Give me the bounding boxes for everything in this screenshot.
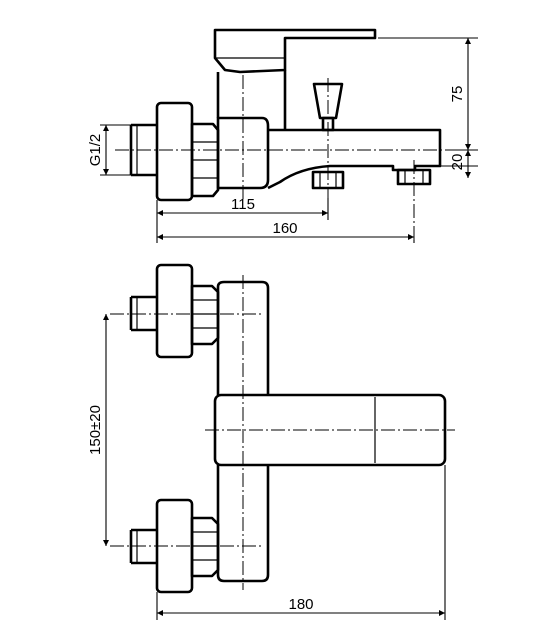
- lever-handle: [213, 28, 377, 74]
- dimension-180: 180: [156, 465, 446, 620]
- wall-flange: [155, 101, 194, 202]
- aerator-face: [404, 170, 424, 184]
- dimension-75: 75: [378, 37, 478, 151]
- hex-nut-face: [192, 141, 218, 179]
- dimension-20: 20: [440, 150, 478, 178]
- lower-hex-nut: [190, 516, 220, 578]
- hex-nut: [190, 122, 220, 198]
- label-160: 160: [272, 220, 297, 237]
- vertical-body: [216, 280, 270, 583]
- diverter-knob: [312, 82, 344, 120]
- connector-face: [319, 172, 337, 188]
- lower-inlet-pipe: [129, 528, 157, 565]
- body-column: [216, 70, 287, 130]
- upper-hex-nut: [190, 284, 220, 346]
- label-20: 20: [449, 154, 466, 171]
- label-75: 75: [449, 86, 466, 103]
- label-115: 115: [231, 196, 255, 213]
- label-spacing: 150±20: [87, 405, 104, 455]
- inlet-pipe: [129, 123, 157, 177]
- top-view: 150±20 180: [87, 263, 455, 620]
- dimension-115: 115: [156, 196, 329, 220]
- dimension-thread: G1/2: [87, 124, 131, 176]
- label-180: 180: [288, 596, 313, 613]
- mixer-body: [216, 116, 270, 190]
- label-thread: G1/2: [87, 134, 104, 167]
- spout: [267, 128, 442, 190]
- upper-flange: [155, 263, 194, 359]
- side-view: G1/2 75 20 115 160: [87, 28, 478, 243]
- dimension-160: 160: [156, 220, 415, 243]
- upper-inlet-pipe: [129, 295, 157, 332]
- dimension-spacing: 150±20: [87, 314, 109, 546]
